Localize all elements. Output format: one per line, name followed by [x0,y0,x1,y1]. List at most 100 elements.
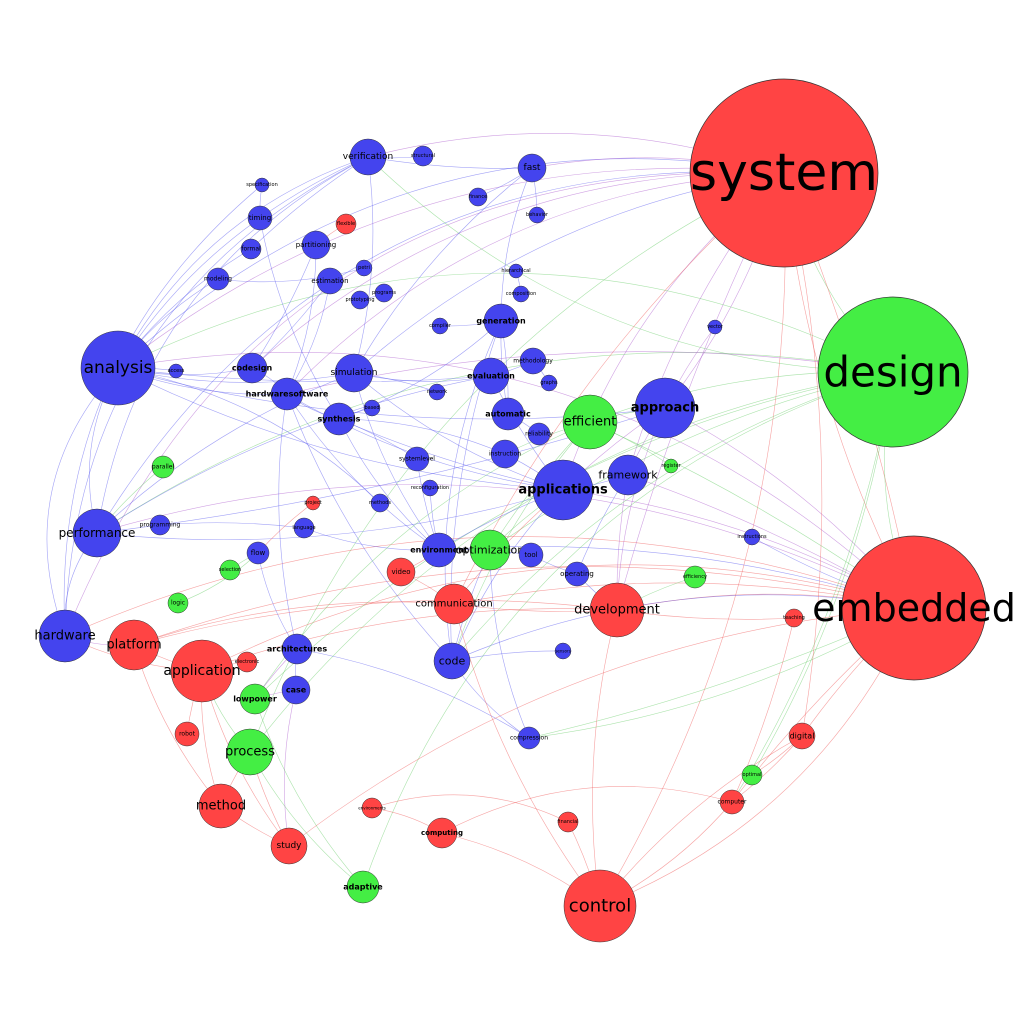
node-circle-programs[interactable] [374,283,394,303]
node-circle-formal[interactable] [240,238,262,260]
node-circle-financial[interactable] [557,811,579,833]
node-circle-environments[interactable] [361,797,383,819]
node-register[interactable]: register [661,458,682,474]
node-automatic[interactable]: automatic [485,397,531,431]
node-synthesis[interactable]: synthesis [318,402,361,436]
node-compiler[interactable]: compiler [429,317,452,335]
node-reconfiguration[interactable]: reconfiguration [411,479,449,497]
node-circle-approach[interactable] [634,377,696,439]
node-prototyping[interactable]: prototyping [345,290,375,310]
node-project[interactable]: project [304,495,322,511]
node-compression[interactable]: compression [510,726,548,750]
node-access[interactable]: access [168,363,185,379]
node-circle-compiler[interactable] [431,317,449,335]
node-flexible[interactable]: flexible [335,213,357,235]
node-method[interactable]: method [196,783,246,829]
node-circle-flexible[interactable] [335,213,357,235]
node-optimization[interactable]: optimization [456,529,524,571]
node-fast[interactable]: fast [517,153,547,183]
node-adaptive[interactable]: adaptive [343,870,383,904]
node-study[interactable]: study [270,827,308,865]
node-case[interactable]: case [281,675,311,705]
node-circle-application[interactable] [170,639,234,703]
node-circle-video[interactable] [386,557,416,587]
node-communication[interactable]: communication [415,583,493,625]
node-control[interactable]: control [563,869,637,943]
node-system[interactable]: system [689,78,879,268]
node-circle-design[interactable] [817,296,969,448]
node-circle-finance[interactable] [468,187,488,207]
node-circle-compression[interactable] [517,726,541,750]
node-circle-access[interactable] [168,363,184,379]
node-circle-programming[interactable] [149,514,171,536]
node-circle-communication[interactable] [433,583,475,625]
node-reliability[interactable]: reliability [525,422,553,446]
node-applications[interactable]: applications [518,459,608,521]
node-approach[interactable]: approach [631,377,699,439]
node-circle-applications[interactable] [532,459,594,521]
node-methodology[interactable]: methodology [513,347,553,375]
node-circle-instructions[interactable] [743,528,761,546]
node-framework[interactable]: framework [598,454,658,496]
node-financial[interactable]: financial [557,811,579,833]
node-circle-hardwaresoftware[interactable] [270,377,304,411]
node-circle-instruction[interactable] [490,439,520,469]
node-circle-embedded[interactable] [841,535,987,681]
node-vector[interactable]: vector [707,319,724,335]
node-petri[interactable]: petri [355,259,373,277]
node-circle-performance[interactable] [72,508,122,558]
node-hardwaresoftware[interactable]: hardwaresoftware [246,377,329,411]
node-circle-specification[interactable] [254,177,270,193]
node-circle-methods[interactable] [370,493,390,513]
node-video[interactable]: video [386,557,416,587]
node-circle-logic[interactable] [167,592,189,614]
node-circle-behavior[interactable] [528,206,546,224]
node-modeling[interactable]: modeling [204,267,232,291]
node-circle-vector[interactable] [707,319,723,335]
node-methods[interactable]: methods [369,493,391,513]
node-composition[interactable]: composition [506,285,536,303]
node-evaluation[interactable]: evaluation [467,357,515,395]
node-circle-reconfiguration[interactable] [421,479,439,497]
node-tool[interactable]: tool [518,542,544,568]
node-circle-register[interactable] [663,458,679,474]
node-circle-optimization[interactable] [469,529,511,571]
node-instruction[interactable]: instruction [489,439,521,469]
node-timing[interactable]: timing [247,205,273,231]
node-circle-evaluation[interactable] [472,357,510,395]
node-teaching[interactable]: teaching [783,608,805,628]
node-network[interactable]: network [427,383,447,401]
node-circle-prototyping[interactable] [350,290,370,310]
node-operating[interactable]: operating [560,561,594,587]
node-efficient[interactable]: efficient [562,394,618,450]
node-based[interactable]: based [363,399,381,417]
node-circle-partitioning[interactable] [301,230,331,260]
node-circle-development[interactable] [589,582,645,638]
node-systemlevel[interactable]: systemlevel [399,446,435,472]
node-circle-graphs[interactable] [540,374,558,392]
node-code[interactable]: code [433,642,471,680]
node-programs[interactable]: programs [372,283,396,303]
node-circle-adaptive[interactable] [346,870,380,904]
node-circle-fast[interactable] [517,153,547,183]
node-circle-codesign[interactable] [236,352,268,384]
node-codesign[interactable]: codesign [232,352,273,384]
node-application[interactable]: application [163,639,241,703]
node-circle-systemlevel[interactable] [404,446,430,472]
node-environment[interactable]: environment [410,532,468,568]
node-circle-lowpower[interactable] [239,683,271,715]
node-platform[interactable]: platform [106,619,162,671]
node-circle-composition[interactable] [512,285,530,303]
node-circle-architectures[interactable] [281,633,313,665]
node-partitioning[interactable]: partitioning [296,230,337,260]
node-circle-method[interactable] [198,783,244,829]
node-computing[interactable]: computing [421,817,463,849]
node-circle-code[interactable] [433,642,471,680]
node-development[interactable]: development [574,582,660,638]
node-efficiency[interactable]: efficiency [683,565,707,589]
node-generation[interactable]: generation [476,303,526,339]
node-hardware[interactable]: hardware [34,609,96,663]
node-digital[interactable]: digital [788,722,816,750]
node-verification[interactable]: verification [343,138,393,176]
node-circle-parallel[interactable] [151,455,175,479]
